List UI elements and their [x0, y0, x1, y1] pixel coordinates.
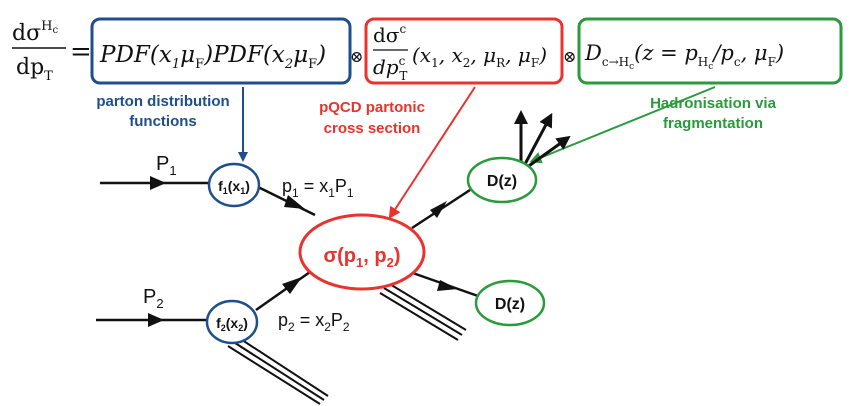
xs-denominator: dp	[373, 55, 399, 79]
fragmentation-node-top-label: D(z)	[487, 173, 517, 190]
svg-text:cross section: cross section	[324, 120, 421, 137]
hadronisation-label: Hadronisation via fragmentation	[650, 95, 777, 132]
svg-text:parton distribution: parton distribution	[96, 93, 229, 110]
parton-2-line	[255, 270, 311, 312]
frag-term-box	[577, 17, 843, 85]
parton-2-arrow	[282, 277, 302, 294]
remnant-sigma-line-b	[383, 287, 463, 336]
hadron-jet-2	[522, 112, 553, 167]
svg-text:dpT: dpT	[16, 55, 53, 84]
pdf-term: PDF(x1μF)PDF(x2μF)	[99, 42, 326, 72]
hadron-jet-3	[525, 135, 571, 170]
equals-sign: =	[70, 37, 92, 67]
lhs-denominator: dp	[16, 55, 44, 80]
svg-text:pQCD partonic: pQCD partonic	[319, 99, 425, 116]
xs-term-box	[364, 17, 564, 85]
fragmentation-node-bottom-label: D(z)	[495, 296, 525, 313]
lhs-fraction: dσHc dpT	[12, 19, 66, 84]
proton-1-arrow	[150, 176, 166, 190]
remnant-sigma-line-a	[387, 282, 467, 331]
frag-term: Dc→Hc(z = pHc/pc, μF)	[584, 41, 784, 72]
lhs-numerator: dσ	[12, 21, 41, 46]
parton-2-momentum: p2 = x2P2	[278, 310, 350, 334]
quark-out-top-arrow	[430, 201, 447, 218]
remnant-2-line-a	[235, 335, 329, 397]
svg-text:functions: functions	[129, 113, 197, 130]
pdf-term-box	[90, 17, 352, 85]
xs-args: (x1, x2, μR, μF)	[412, 43, 547, 70]
quark-out-bottom-arrow	[437, 280, 458, 291]
remnant-sigma-line-c	[379, 292, 459, 341]
proton-1-label: P1	[156, 153, 177, 178]
pdf-node-f2-label: f2(x2)	[216, 315, 248, 333]
cross-section-node	[298, 213, 426, 291]
svg-text:dσc: dσc	[373, 22, 406, 47]
svg-text:Hadronisation via: Hadronisation via	[650, 95, 777, 112]
pdf-node-f2	[205, 299, 259, 345]
proton-2-label: P2	[143, 286, 164, 311]
svg-text:dσHc: dσHc	[12, 19, 58, 46]
parton-1-line	[255, 184, 316, 217]
pqcd-label: pQCD partonic cross section	[319, 99, 425, 137]
cross-section-node-label: σ(p1, p2)	[323, 245, 400, 270]
pdf-node-f1	[207, 162, 261, 208]
pdf-node-f1-label: f1(x1)	[218, 178, 250, 196]
remnant-2-line-b	[231, 340, 325, 401]
parton-1-arrow	[284, 195, 305, 209]
fragmentation-node-bottom	[474, 279, 546, 327]
parton-1-momentum: p1 = x1P1	[282, 176, 354, 200]
svg-text:fragmentation: fragmentation	[663, 115, 763, 132]
xs-numerator: dσ	[373, 23, 400, 47]
pdf-label: parton distribution functions	[96, 93, 229, 130]
pqcd-pointer-arrow	[388, 86, 476, 220]
fragmentation-node-top	[466, 156, 538, 204]
remnant-2-line-c	[227, 345, 321, 405]
proton-2-arrow	[148, 313, 164, 327]
otimes-1: ⊗	[350, 47, 363, 66]
otimes-2: ⊗	[563, 47, 576, 66]
